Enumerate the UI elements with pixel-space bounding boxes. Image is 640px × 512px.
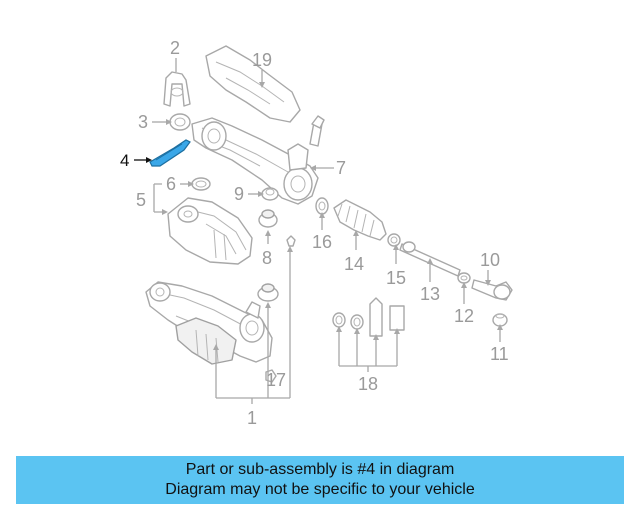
- part-15-clamp[interactable]: [387, 233, 401, 247]
- part-mount-lower: [257, 283, 279, 302]
- callout-2: 2: [170, 38, 180, 58]
- callout-11: 11: [490, 344, 509, 364]
- part-3-bushing[interactable]: [169, 113, 191, 131]
- part-5-motor-unit[interactable]: [167, 197, 253, 265]
- callout-17: 17: [266, 370, 286, 390]
- part-1-steering-gear-assembly[interactable]: [145, 281, 273, 365]
- callout-9: 9: [234, 184, 244, 204]
- part-7-steering-gear[interactable]: [191, 115, 325, 205]
- part-10-tie-rod-end[interactable]: [471, 279, 513, 301]
- callout-7: 7: [336, 158, 346, 178]
- caption-line-1: Part or sub-assembly is #4 in diagram: [185, 461, 455, 478]
- part-14-boot[interactable]: [333, 199, 387, 241]
- part-stud: [286, 235, 296, 247]
- callout-8: 8: [262, 248, 272, 268]
- callout-10: 10: [480, 250, 500, 270]
- callout-5: 5: [136, 190, 146, 210]
- caption-line-2: Diagram may not be specific to your vehi…: [165, 481, 475, 498]
- callout-15: 15: [386, 268, 406, 288]
- part-8-mount[interactable]: [258, 209, 278, 228]
- part-12-nut[interactable]: [457, 272, 471, 284]
- callout-14: 14: [344, 254, 364, 274]
- part-4-shape: [149, 139, 191, 167]
- part-16-clamp[interactable]: [315, 197, 329, 215]
- part-2-bracket[interactable]: [163, 71, 191, 107]
- part-4-highlighted[interactable]: [149, 139, 191, 167]
- callout-3: 3: [138, 112, 148, 132]
- callout-13: 13: [420, 284, 440, 304]
- part-19-heat-shield[interactable]: [205, 45, 301, 123]
- callout-16: 16: [312, 232, 332, 252]
- caption-bar: Part or sub-assembly is #4 in diagram Di…: [16, 456, 624, 504]
- callout-1: 1: [247, 408, 257, 428]
- callout-4: 4: [120, 151, 129, 170]
- part-9-cap[interactable]: [261, 187, 279, 201]
- part-18-seal-kit[interactable]: [332, 297, 405, 337]
- callout-12: 12: [454, 306, 474, 326]
- callout-6: 6: [166, 174, 176, 194]
- callout-18: 18: [358, 374, 378, 394]
- leader-lines: [134, 58, 503, 404]
- callout-numbers: 2 19 3 4 7 6 5 9 16 8 14 15 13 10 12 11 …: [120, 38, 509, 428]
- callout-19: 19: [252, 50, 272, 70]
- part-6-o-ring[interactable]: [191, 177, 211, 191]
